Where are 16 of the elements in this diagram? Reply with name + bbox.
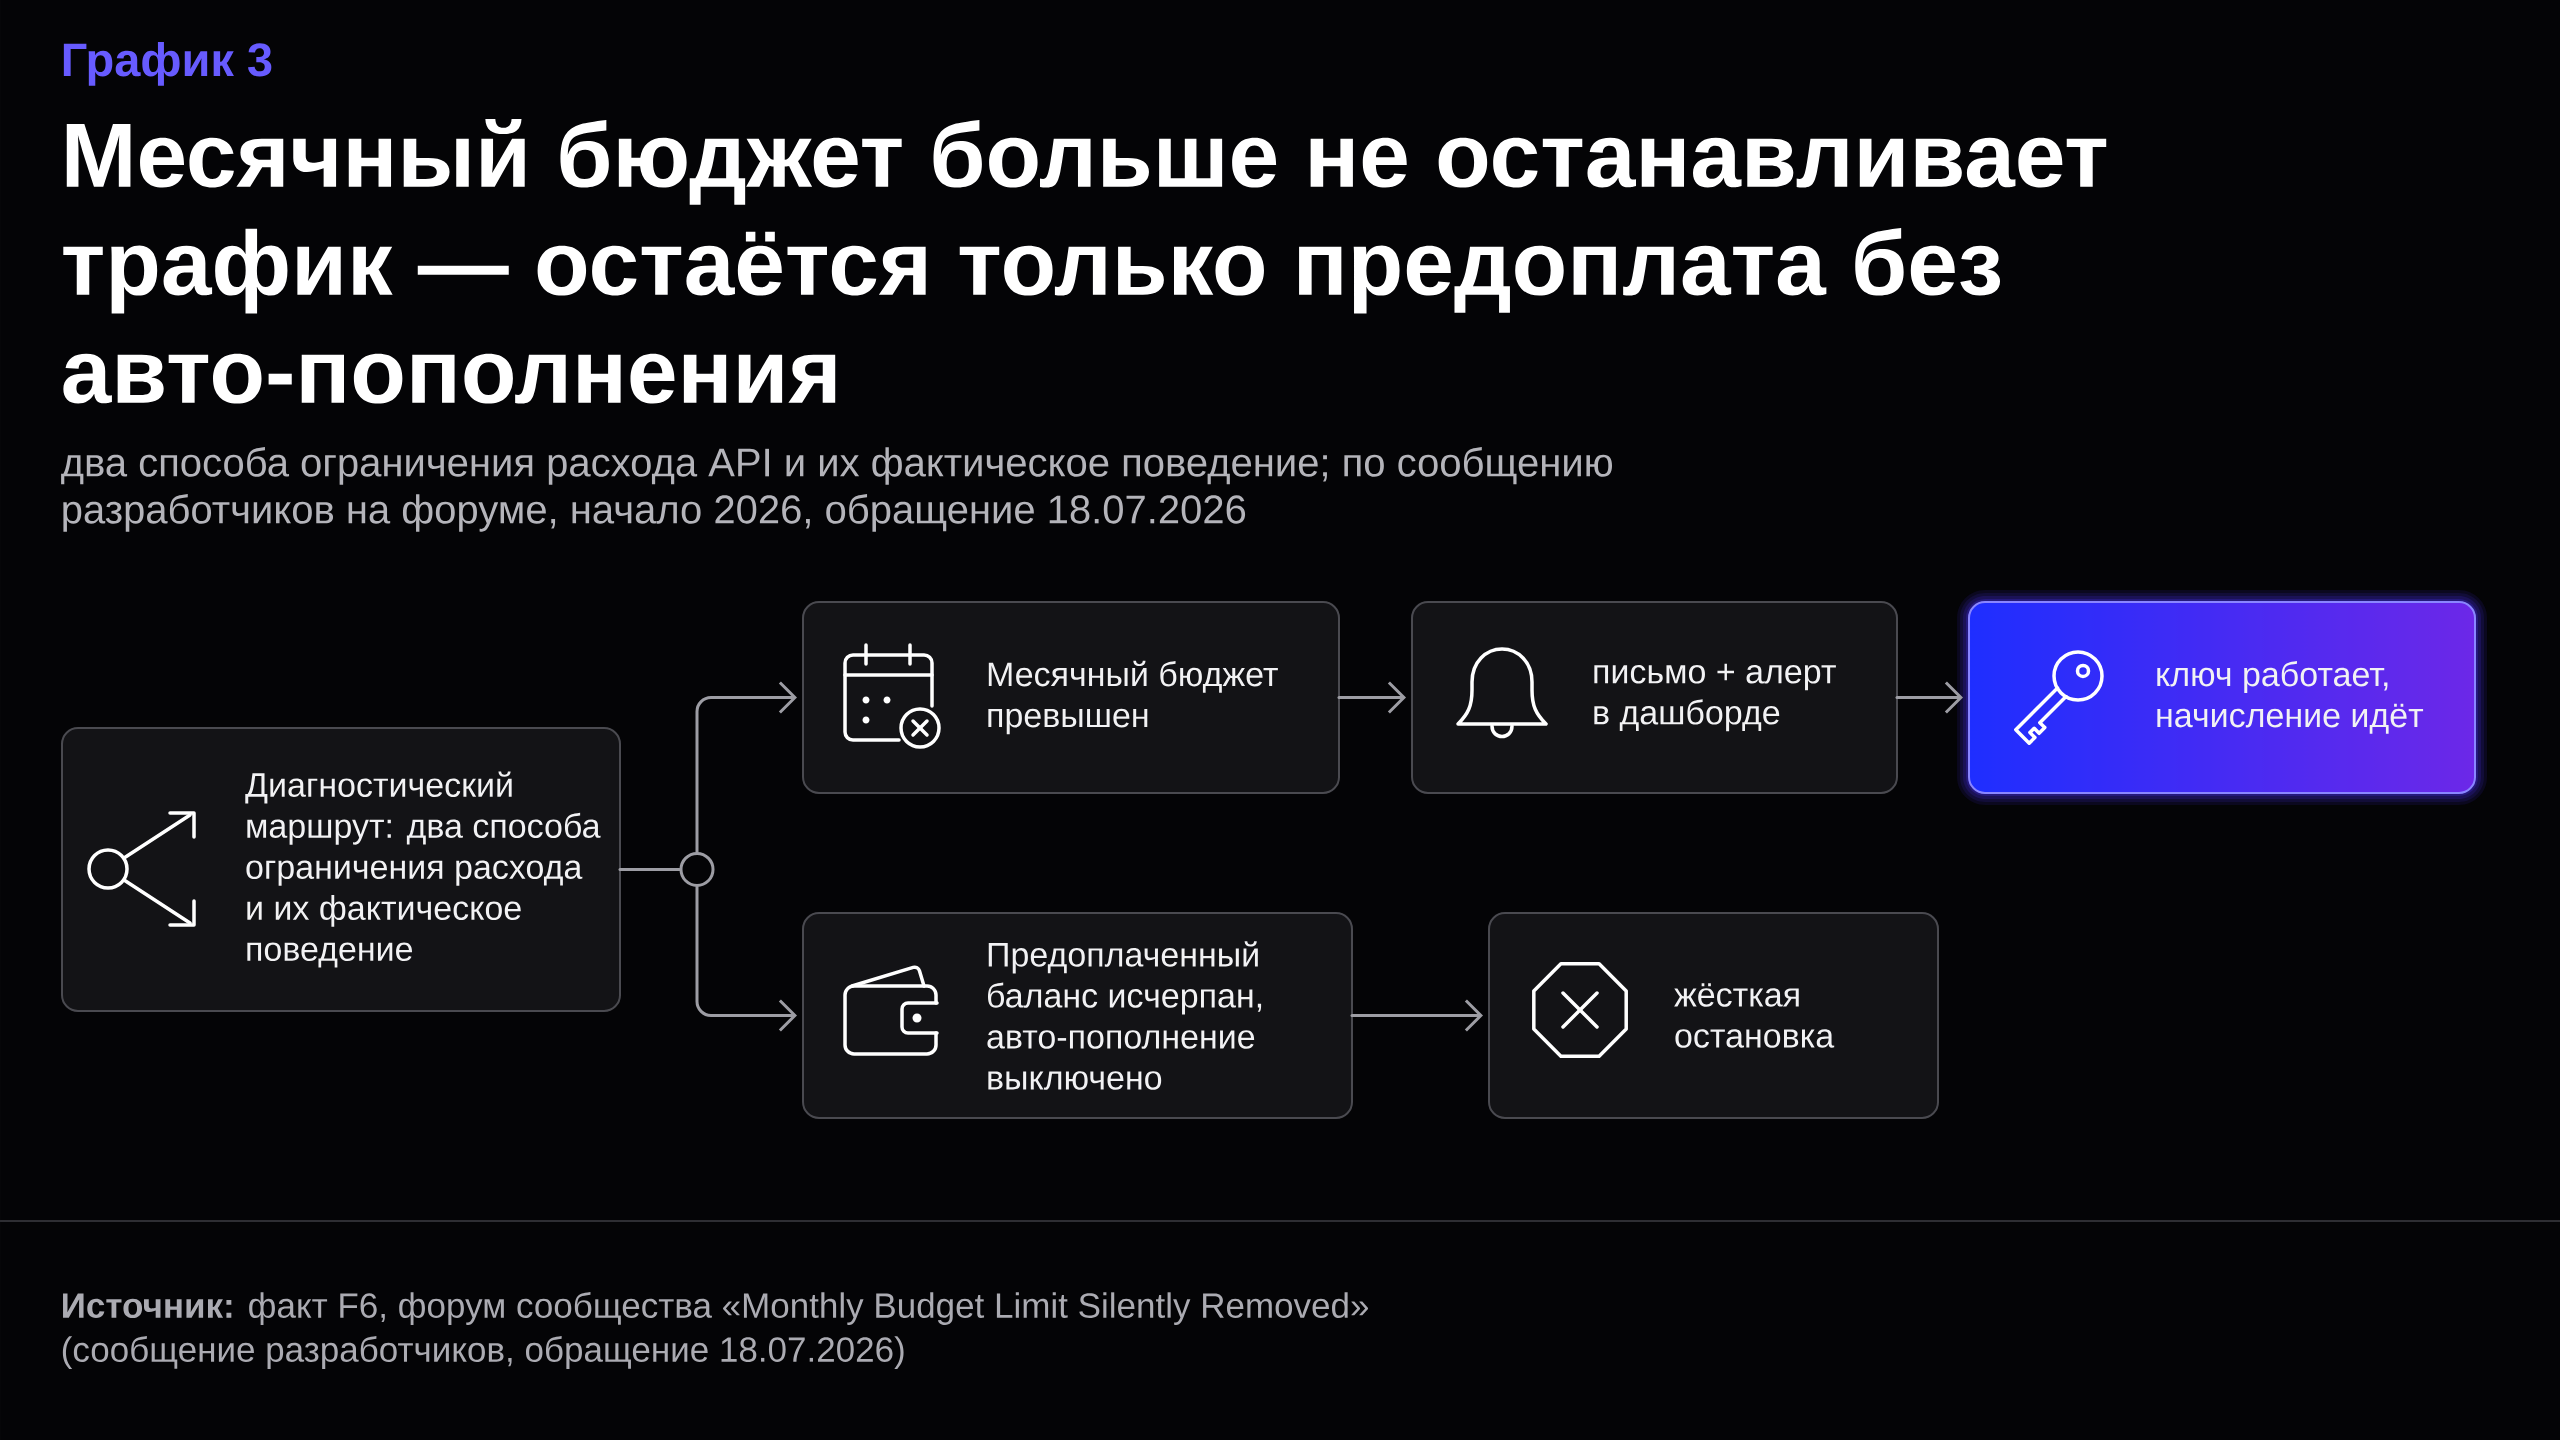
figure-number: График 3: [63, 42, 272, 86]
step-box: Диагностический маршрут: два способа ограничения расхода и их фактическое поведение: [61, 727, 621, 1012]
title: Месячный бюджет больше не останавливает трафик — остаётся только предоплата без авто-пополнения: [63, 118, 2107, 404]
connector-line: [618, 868, 681, 871]
arrow: [695, 681, 797, 854]
step-box: письмо + алерт в дашборде: [1411, 601, 1898, 794]
subtitle: два способа ограничения расхода API и их фактическое поведение; по сообщению разработчиков на форуме, начало 2026, обращение 18.07.2026: [61, 447, 1613, 532]
step-box: Предоплаченный баланс исчерпан, авто-пополнение выключено: [802, 912, 1353, 1119]
step-box: жёсткая остановка: [1488, 912, 1939, 1119]
arrow: [695, 885, 797, 1032]
arrow: [1350, 999, 1483, 1032]
arrow: [1895, 681, 1963, 714]
highlight-box: ключ работает, начисление идёт: [1957, 590, 2487, 805]
step-box: Месячный бюджет превышен: [802, 601, 1340, 794]
source-note: Источник: факт F6, форум сообщества «Monthly Budget Limit Silently Removed» (сообщение разработчиков, обращение 18.07.2026): [62, 1292, 1368, 1369]
arrow: [1337, 681, 1407, 714]
